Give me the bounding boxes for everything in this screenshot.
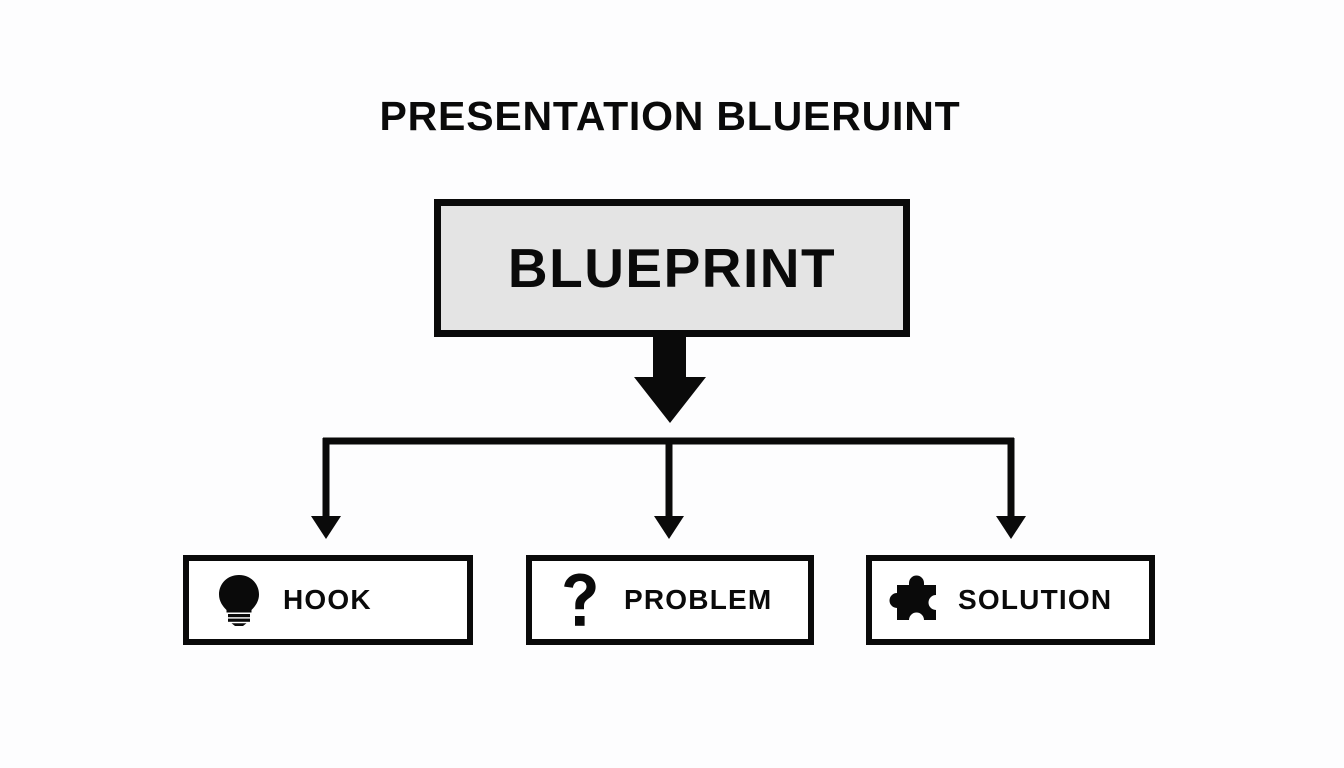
question-mark-icon [552, 572, 608, 628]
branch-node-label-solution: SOLUTION [958, 584, 1113, 615]
root-node-label: BLUEPRINT [507, 236, 837, 299]
lightbulb-icon [211, 572, 267, 628]
branch-node-problem[interactable]: PROBLEM [526, 555, 814, 645]
branch-node-label-hook: HOOK [283, 584, 372, 615]
page-title: PRESENTATION BLUERUINT [379, 93, 961, 139]
branch-node-solution[interactable]: SOLUTION [866, 555, 1155, 645]
main-down-arrow-icon [634, 337, 706, 423]
branch-arrow-solution [996, 438, 1026, 539]
branch-node-label-problem: PROBLEM [624, 584, 773, 615]
root-node-blueprint[interactable]: BLUEPRINT [434, 199, 910, 337]
branch-arrow-hook [311, 438, 341, 539]
branch-arrow-problem [654, 438, 684, 539]
puzzle-piece-icon [888, 572, 944, 628]
branch-node-hook[interactable]: HOOK [183, 555, 473, 645]
